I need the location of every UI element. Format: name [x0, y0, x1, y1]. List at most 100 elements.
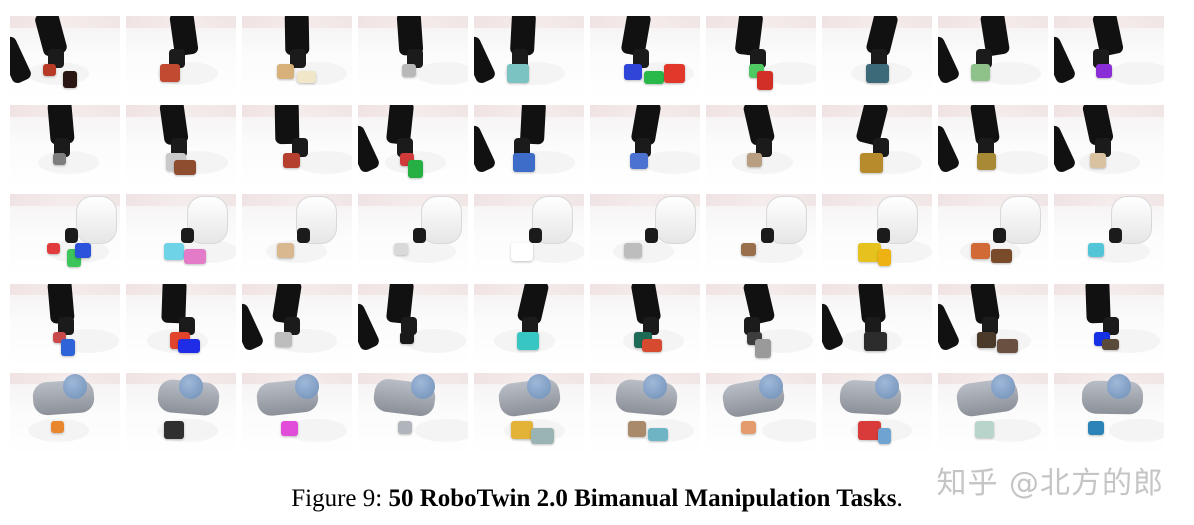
task-image-tile	[938, 194, 1048, 278]
task-image-tile	[706, 105, 816, 189]
task-object	[746, 153, 762, 167]
robot-gripper	[633, 49, 649, 68]
task-image-tile	[706, 283, 816, 367]
task-object	[647, 427, 668, 441]
robot-joint	[990, 374, 1015, 400]
robot-joint	[1106, 374, 1131, 400]
task-image-tile	[126, 372, 236, 456]
robot-gripper	[297, 227, 311, 243]
robot-arm	[75, 196, 118, 244]
task-image-tile	[10, 16, 120, 100]
task-object	[996, 338, 1018, 353]
task-image-tile	[10, 283, 120, 367]
background-band	[1054, 105, 1164, 117]
robot-arm	[654, 196, 697, 244]
robot-gripper	[1103, 316, 1119, 336]
watermark-text: 知乎 @北方的郎	[936, 466, 1164, 501]
robot-joint	[178, 374, 203, 400]
task-object	[990, 249, 1012, 264]
robot-gripper	[645, 227, 659, 243]
task-object	[516, 331, 539, 351]
task-object	[641, 338, 662, 352]
task-object	[857, 242, 881, 262]
task-image-tile	[822, 105, 932, 189]
robot-arm	[420, 196, 463, 244]
robot-joint	[294, 374, 319, 400]
robot-gripper	[865, 316, 881, 336]
floor-shadow	[415, 418, 468, 442]
task-object	[276, 64, 295, 80]
robot-gripper	[413, 227, 427, 243]
task-image-tile	[358, 283, 468, 367]
task-image-tile	[126, 194, 236, 278]
task-image-tile	[10, 105, 120, 189]
task-object	[1087, 421, 1104, 436]
robot-gripper	[529, 227, 543, 243]
task-object	[863, 331, 887, 351]
robot-gripper	[756, 138, 772, 157]
task-object	[1087, 242, 1104, 257]
task-image-tile	[474, 105, 584, 189]
task-object	[857, 421, 881, 441]
background-band	[474, 194, 584, 207]
task-image-tile	[590, 105, 700, 189]
task-object	[280, 421, 299, 437]
task-object	[970, 64, 991, 81]
floor-shadow	[395, 240, 456, 264]
floor-shadow	[286, 418, 347, 442]
robot-arm	[474, 123, 497, 174]
background-band	[10, 194, 120, 207]
task-object	[46, 242, 60, 255]
robot-joint	[526, 374, 551, 400]
task-image-tile	[10, 194, 120, 278]
robot-arm	[822, 302, 845, 353]
robot-gripper	[873, 138, 889, 157]
task-object	[859, 153, 883, 173]
task-image-tile	[1054, 372, 1164, 456]
floor-shadow	[980, 61, 1041, 86]
robot-gripper	[635, 138, 651, 157]
robot-gripper	[290, 49, 306, 68]
task-object	[50, 421, 64, 433]
robot-gripper	[978, 138, 994, 157]
task-object	[183, 249, 206, 265]
background-band	[242, 194, 352, 207]
task-object	[159, 64, 181, 82]
task-object	[740, 421, 756, 435]
task-image-tile	[358, 16, 468, 100]
task-image-tile	[1054, 16, 1164, 100]
task-image-tile	[706, 372, 816, 456]
task-image-tile	[706, 194, 816, 278]
background-band	[358, 194, 468, 207]
background-band	[10, 16, 120, 28]
task-object	[62, 70, 78, 89]
task-image-tile	[242, 372, 352, 456]
floor-shadow	[980, 418, 1041, 442]
robot-arm	[1054, 123, 1077, 174]
task-image-tile	[590, 372, 700, 456]
task-object	[877, 427, 892, 445]
robot-gripper	[761, 227, 775, 243]
task-image-tile	[126, 283, 236, 367]
robot-gripper	[514, 138, 530, 157]
robot-arm	[242, 302, 265, 353]
task-image-tile	[358, 194, 468, 278]
robot-gripper	[871, 49, 887, 68]
robot-gripper	[65, 227, 79, 243]
robot-arm	[876, 196, 919, 244]
robot-arm	[474, 34, 497, 85]
task-object	[756, 70, 774, 91]
robot-gripper	[179, 316, 195, 336]
task-image-tile	[358, 372, 468, 456]
task-object	[754, 338, 772, 358]
task-image-tile	[1054, 105, 1164, 189]
task-object	[976, 331, 997, 349]
floor-shadow	[643, 150, 700, 175]
task-object	[974, 421, 995, 438]
task-image-tile	[242, 283, 352, 367]
task-object	[629, 153, 649, 170]
task-object	[60, 338, 76, 356]
task-image-tile	[126, 105, 236, 189]
task-object	[177, 338, 200, 354]
robot-joint	[642, 374, 667, 400]
